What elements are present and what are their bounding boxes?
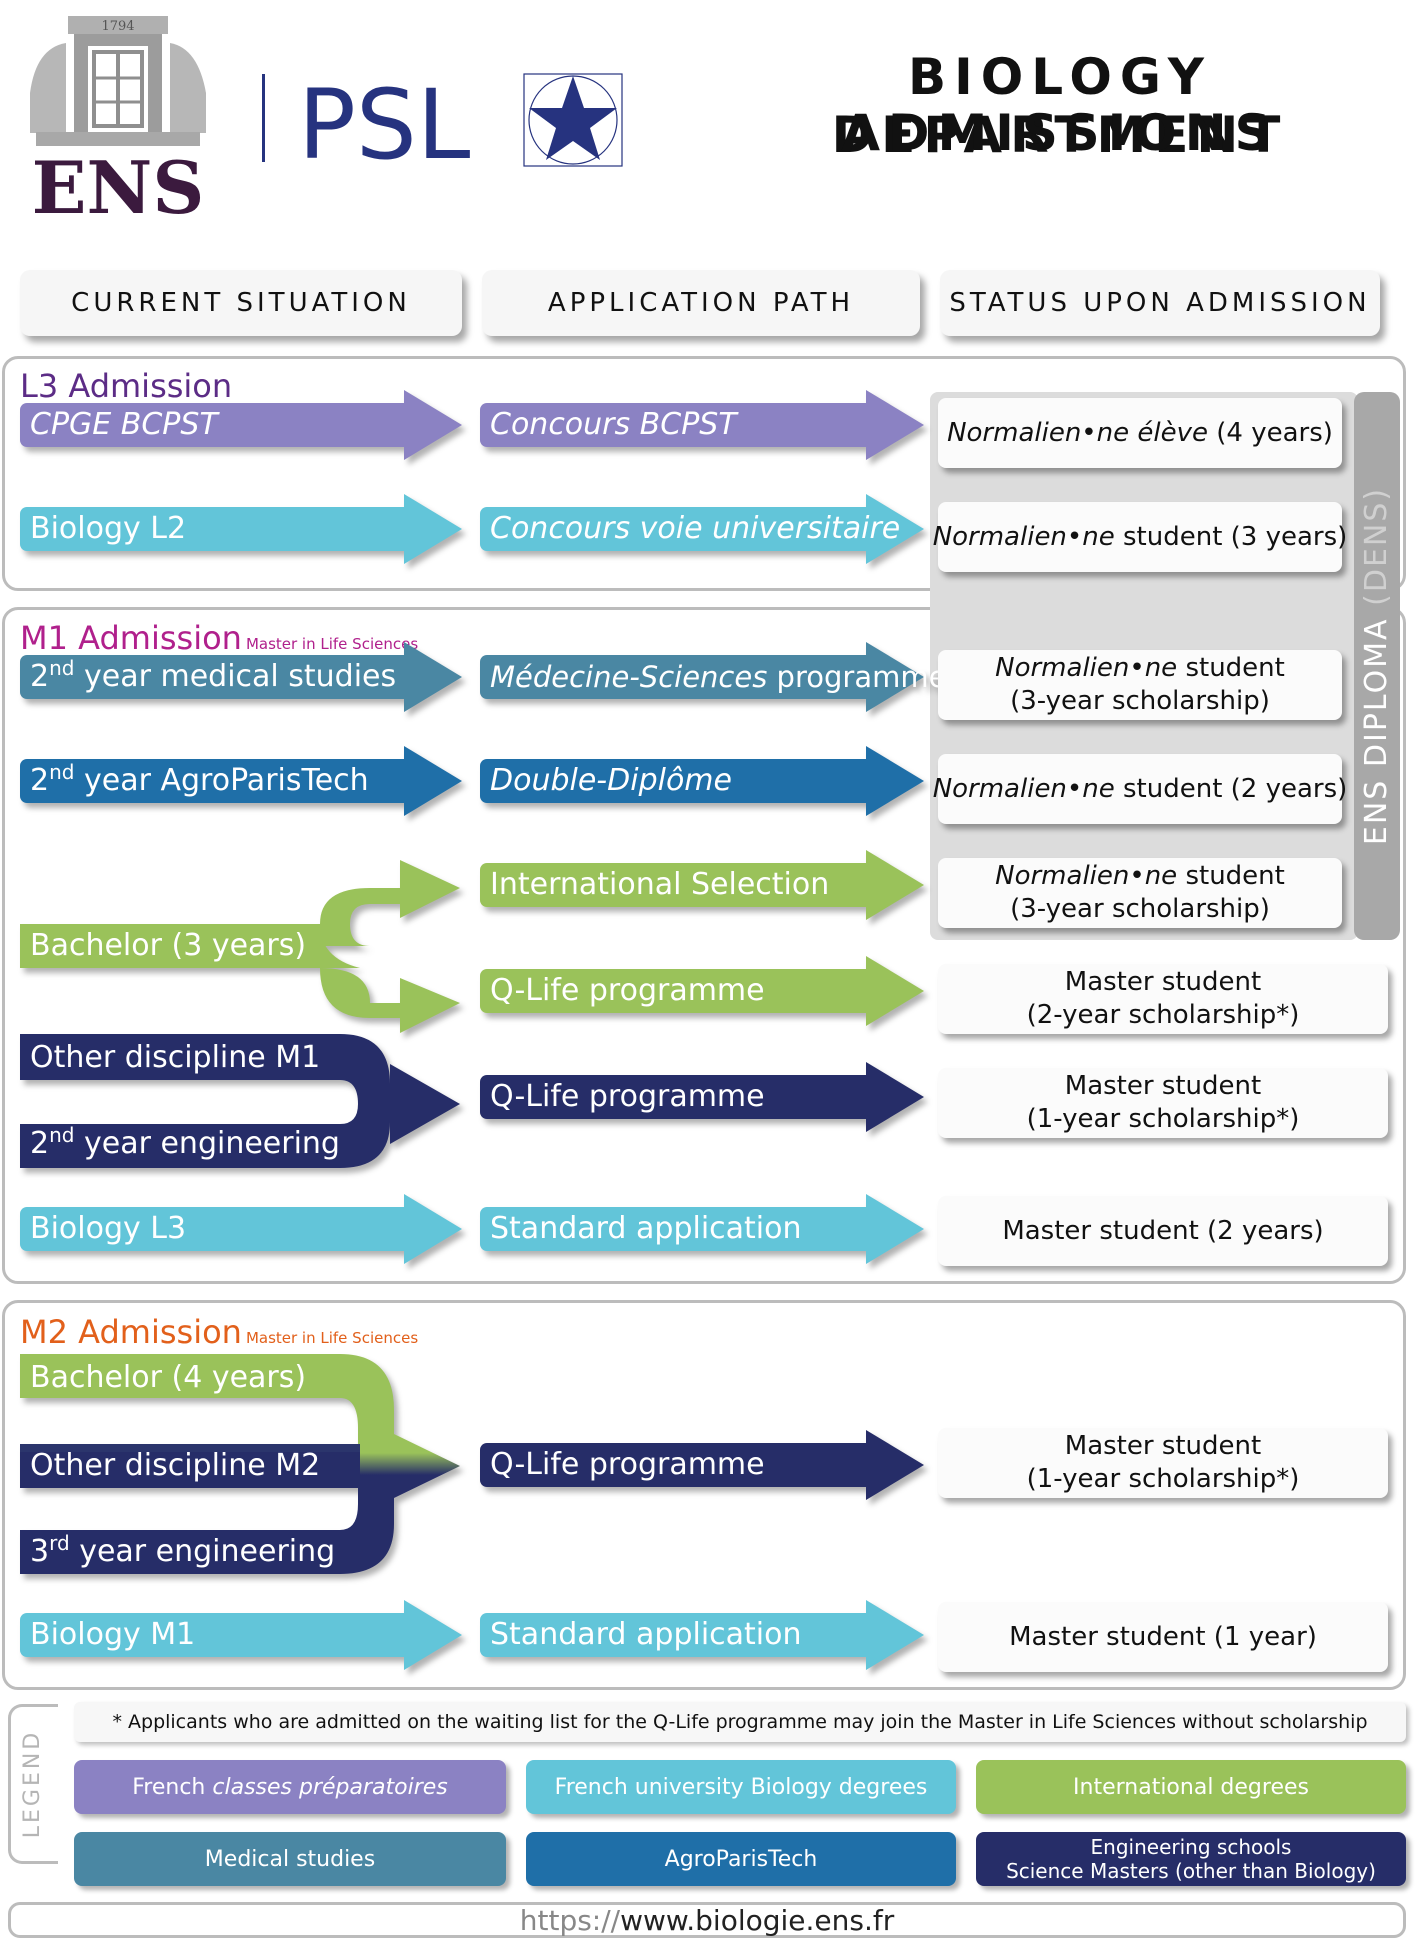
status-medical: Normalien•ne student (3-year scholarship… <box>938 650 1342 720</box>
m2-section-subtitle: Master in Life Sciences <box>245 1329 419 1347</box>
arrow-label: International Selection <box>490 867 830 902</box>
arrow-label: Standard application <box>490 1211 802 1246</box>
psl-wordmark: PSL <box>298 69 470 181</box>
ens-building-icon: 1794 <box>30 16 206 146</box>
legend-engineering: Engineering schools Science Masters (oth… <box>976 1832 1406 1886</box>
arrow-label: Q-Life programme <box>490 1447 765 1482</box>
arrow-biology-l2: Biology L2 <box>20 494 462 564</box>
arrow-label: Q-Life programme <box>490 1079 765 1114</box>
ens-diploma-sub: (DENS) <box>1359 486 1394 606</box>
arrow-qlife-m2: Q-Life programme <box>480 1430 924 1500</box>
legend-prepa: French classes préparatoires <box>74 1760 506 1814</box>
arrow-concours-bcpst: Concours BCPST <box>480 390 924 460</box>
arrow-biology-m1: Biology M1 <box>20 1600 462 1670</box>
legend-medical: Medical studies <box>74 1832 506 1886</box>
website-link[interactable]: https://www.biologie.ens.fr <box>8 1902 1406 1938</box>
ens-diploma-main: ENS DIPLOMA <box>1359 617 1394 846</box>
arrow-international-selection: International Selection <box>480 850 924 920</box>
arrow-cpge-bcpst: CPGE BCPST <box>20 390 462 460</box>
page-title-line2: ADMISSIONS <box>841 104 1279 162</box>
arrow-concours-voie-universitaire: Concours voie universitaire <box>480 494 924 564</box>
ens-wordmark: ENS <box>32 145 205 223</box>
status-master-1y: Master student (1 year) <box>938 1602 1388 1672</box>
arrow-medecine-sciences: Médecine-Sciences programme <box>480 642 946 712</box>
status-master-2y: Master student (2 years) <box>938 1196 1388 1266</box>
status-qlife-m2: Master student (1-year scholarship*) <box>938 1428 1388 1498</box>
other-discipline-m2-label: Other discipline M2 <box>30 1448 321 1483</box>
arrow-label: Concours voie universitaire <box>490 511 901 546</box>
legend-international: International degrees <box>976 1760 1406 1814</box>
column-header-application-path: APPLICATION PATH <box>482 270 920 336</box>
column-header-current-situation: CURRENT SITUATION <box>20 270 462 336</box>
legend-university: French university Biology degrees <box>526 1760 956 1814</box>
arrow-standard-application-m2: Standard application <box>480 1600 924 1670</box>
arrow-biology-l3: Biology L3 <box>20 1194 462 1264</box>
column-header-status-upon-admission: STATUS UPON ADMISSION <box>940 270 1380 336</box>
bachelor-3-years-label: Bachelor (3 years) <box>30 928 307 963</box>
arrow-label: CPGE BCPST <box>30 407 218 442</box>
psl-star-icon <box>523 73 623 167</box>
legend-footnote: * Applicants who are admitted on the wai… <box>74 1702 1406 1742</box>
arrow-label: Biology M1 <box>30 1617 196 1652</box>
l3-section-title: L3 Admission <box>20 367 233 405</box>
arrow-qlife-green: Q-Life programme <box>480 956 924 1026</box>
arrow-agroparistech: 2nd year AgroParisTech <box>20 746 462 816</box>
arrow-medical-studies: 2nd year medical studies <box>20 642 462 712</box>
arrow-label: Médecine-Sciences programme <box>490 660 947 694</box>
status-normalien-student-3y: Normalien•ne student (3 years) <box>933 502 1347 572</box>
ens-diploma-bar <box>1354 392 1400 940</box>
fork-arrow-other-discipline-m1 <box>20 1034 460 1168</box>
legend-agro: AgroParisTech <box>526 1832 956 1886</box>
status-normalien-eleve: Normalien•ne élève (4 years) <box>938 398 1342 468</box>
arrow-label: Concours BCPST <box>490 407 737 442</box>
page-title-line1: BIOLOGY DEPARTMENT <box>831 48 1289 164</box>
fork-arrow-m2 <box>20 1354 460 1574</box>
status-agro: Normalien•ne student (2 years) <box>933 754 1347 824</box>
l3-admission-section <box>2 356 1406 591</box>
arrow-label: Q-Life programme <box>490 973 765 1008</box>
arrow-standard-application-m1: Standard application <box>480 1194 924 1264</box>
other-discipline-m1-label: Other discipline M1 <box>30 1040 321 1075</box>
arrow-label: Double-Diplôme <box>490 763 732 798</box>
ens-psl-logo: 1794 ENS PSL <box>30 16 623 223</box>
arrow-label: 2nd year AgroParisTech <box>30 760 369 798</box>
m1-section-subtitle: Master in Life Sciences <box>245 635 419 653</box>
arrow-label: 2nd year medical studies <box>30 656 397 694</box>
arrow-label: Biology L2 <box>30 511 187 546</box>
status-qlife-2y: Master student (2-year scholarship*) <box>938 964 1388 1034</box>
status-international: Normalien•ne student (3-year scholarship… <box>938 858 1342 928</box>
engineering-3rd-year-label: 3rd year engineering <box>30 1531 336 1569</box>
arrow-label: Standard application <box>490 1617 802 1652</box>
legend-label: LEGEND <box>20 1729 45 1839</box>
arrow-label: Biology L3 <box>30 1211 187 1246</box>
legend-bracket <box>8 1704 58 1864</box>
engineering-2nd-year-label: 2nd year engineering <box>30 1123 340 1161</box>
svg-text:1794: 1794 <box>101 19 134 34</box>
arrow-qlife-navy: Q-Life programme <box>480 1062 924 1132</box>
fork-arrow-bachelor <box>20 860 460 1033</box>
status-qlife-1y: Master student (1-year scholarship*) <box>938 1068 1388 1138</box>
m1-admission-section <box>2 607 1406 1284</box>
bachelor-4-years-label: Bachelor (4 years) <box>30 1360 307 1395</box>
m2-admission-section <box>2 1300 1406 1690</box>
arrow-double-diplome: Double-Diplôme <box>480 746 924 816</box>
